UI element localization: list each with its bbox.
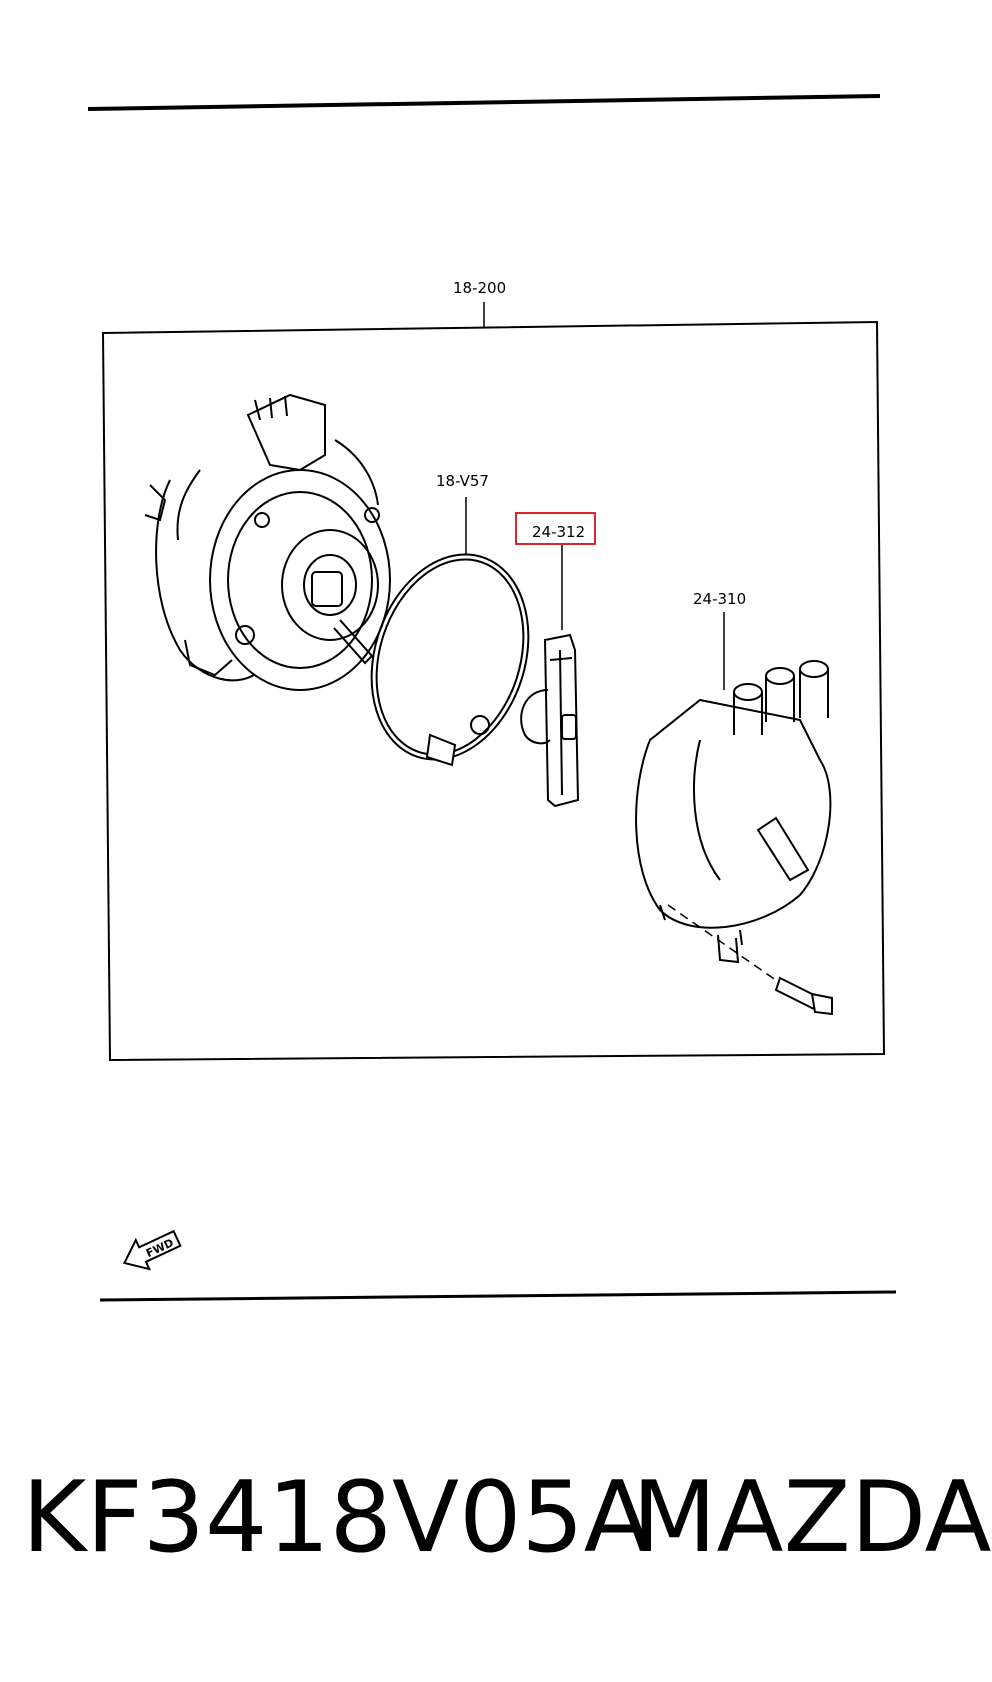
distributor-cap-drawing	[635, 660, 832, 964]
callout-cap: 24-310	[693, 590, 746, 608]
distributor-housing-drawing	[144, 393, 391, 691]
assembly-frame	[101, 320, 886, 1062]
rotor-drawing	[520, 633, 580, 808]
parts-diagram: 18-200 18-V57 24-312	[87, 94, 897, 1302]
bottom-rule	[99, 1290, 897, 1302]
callout-assembly: 18-200	[453, 279, 506, 297]
top-rule	[87, 94, 881, 111]
brand-name: MAZDA	[632, 1461, 992, 1575]
callout-rotor-highlight	[515, 512, 596, 545]
o-ring-gasket-drawing	[370, 553, 530, 767]
callout-gasket: 18-V57	[436, 472, 489, 490]
bolt-drawing	[667, 904, 833, 1016]
callout-rotor: 24-312	[532, 523, 585, 541]
fwd-arrow-icon: FWD	[122, 1229, 182, 1271]
part-number: KF3418V05A	[22, 1461, 651, 1575]
